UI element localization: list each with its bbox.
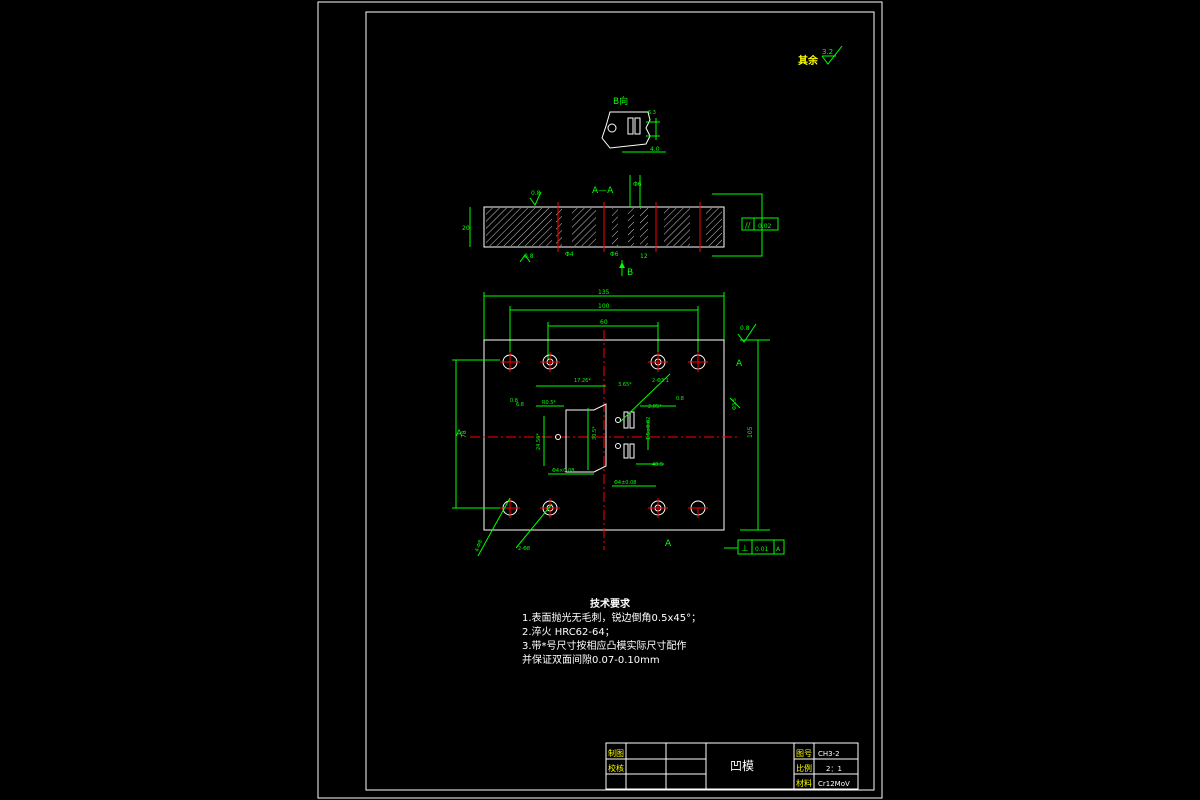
svg-text:校核: 校核: [608, 763, 624, 773]
svg-text:A: A: [736, 359, 743, 369]
svg-text:60: 60: [600, 319, 608, 326]
svg-text:CH3-2: CH3-2: [818, 750, 840, 758]
svg-text:0.01: 0.01: [755, 546, 769, 553]
svg-text:0.8: 0.8: [524, 253, 534, 260]
note-line: 2.淬火 HRC62-64；: [522, 627, 615, 638]
svg-text:17.26*: 17.26*: [574, 378, 591, 384]
svg-text:2：1: 2：1: [826, 765, 842, 773]
svg-text:凹模: 凹模: [730, 759, 754, 773]
svg-text:135: 135: [598, 289, 610, 296]
svg-text:0.8: 0.8: [740, 325, 750, 332]
svg-text:2-Φ3.1: 2-Φ3.1: [652, 378, 669, 384]
svg-text:2-Φ8: 2-Φ8: [518, 546, 530, 552]
svg-text:B向: B向: [613, 95, 628, 107]
svg-text:105: 105: [747, 426, 754, 438]
svg-text://: //: [745, 221, 751, 230]
svg-text:0.8: 0.8: [676, 396, 684, 402]
svg-text:图号: 图号: [796, 749, 812, 758]
svg-text:其余: 其余: [798, 54, 819, 67]
svg-text:Cr12MoV: Cr12MoV: [818, 780, 850, 788]
plan-view: 135 100 60: [452, 289, 785, 557]
svg-text:B: B: [627, 268, 633, 278]
svg-text:0.02: 0.02: [758, 223, 772, 230]
svg-text:A: A: [665, 539, 672, 549]
technical-requirements: 技术要求 1.表面抛光无毛刺，锐边倒角0.5x45°； 2.淬火 HRC62-6…: [522, 598, 701, 668]
svg-text:12: 12: [640, 253, 648, 260]
note-line: 并保证双面间隙0.07-0.10mm: [522, 655, 660, 666]
section-a-a: A—A 20 0.8 0.8 Φ4 Φ6 12 Φ6: [462, 175, 779, 278]
svg-text:Φ3.5: Φ3.5: [732, 398, 738, 410]
svg-text:1.5±0.02: 1.5±0.02: [646, 417, 652, 440]
svg-text:Φ6: Φ6: [633, 181, 642, 188]
svg-text:6.3: 6.3: [648, 110, 656, 116]
svg-text:24.56*: 24.56*: [536, 433, 542, 450]
outer-border: [317, 1, 883, 799]
view-b: B向 6.3 4.0: [601, 95, 666, 153]
svg-text:比例: 比例: [796, 763, 812, 773]
title-block: 制图 校核 凹模 图号 CH3-2 比例 2：1 材料 Cr12MoV: [605, 742, 859, 790]
svg-text:30.5*: 30.5*: [592, 426, 598, 440]
notes-title: 技术要求: [590, 599, 630, 610]
svg-text:Φ6: Φ6: [610, 251, 619, 258]
svg-text:100: 100: [598, 303, 610, 310]
svg-text:R0.5*: R0.5*: [542, 400, 556, 406]
svg-text:A: A: [776, 546, 781, 553]
svg-text:6.8: 6.8: [516, 402, 524, 408]
svg-text:4-Φ8: 4-Φ8: [474, 539, 484, 552]
svg-text:3.65*: 3.65*: [618, 382, 632, 388]
svg-text:Φ4: Φ4: [565, 251, 574, 258]
note-line: 1.表面抛光无毛刺，锐边倒角0.5x45°；: [522, 613, 702, 624]
note-line: 3.带*号尺寸按相应凸模实际尺寸配作: [522, 641, 687, 652]
svg-text:40.5: 40.5: [652, 462, 663, 468]
svg-text:A—A: A—A: [592, 186, 614, 196]
svg-text:0.8: 0.8: [510, 398, 518, 404]
svg-text:Φ4±0.08: Φ4±0.08: [614, 480, 636, 486]
svg-text:Φ4×0.08: Φ4×0.08: [552, 468, 574, 474]
svg-text:制图: 制图: [608, 748, 624, 758]
roughness-note: 其余 3.2: [798, 45, 843, 67]
svg-text:0.8: 0.8: [531, 190, 541, 197]
svg-text:3.2: 3.2: [822, 48, 833, 56]
svg-text:78: 78: [461, 430, 468, 438]
svg-text:⊥: ⊥: [741, 544, 749, 554]
svg-text:4.0: 4.0: [650, 146, 660, 153]
svg-text:2.05*: 2.05*: [648, 404, 662, 410]
svg-text:A: A: [456, 429, 463, 439]
inner-border: [365, 11, 875, 791]
svg-text:材料: 材料: [796, 778, 812, 788]
svg-text:20: 20: [462, 225, 470, 232]
